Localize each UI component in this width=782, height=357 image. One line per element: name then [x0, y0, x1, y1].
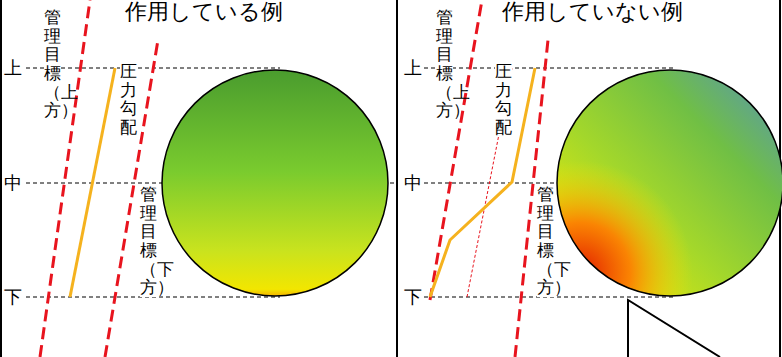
gradient-label: 圧力勾配 — [120, 62, 137, 137]
level-label: 下 — [4, 287, 22, 307]
level-label: 中 — [4, 173, 22, 193]
target-label: 管理目標（上方） — [44, 8, 61, 120]
target-label: 管理目標（上方） — [436, 8, 453, 120]
panel-heading: 作用している例 — [123, 0, 285, 24]
level-label: 中 — [404, 173, 422, 193]
gradient-label: 圧力勾配 — [495, 62, 512, 137]
target-label: 管理目標（下方） — [537, 185, 554, 297]
target-label: 管理目標（下方） — [140, 185, 157, 297]
level-label: 上 — [4, 58, 22, 78]
level-label: 上 — [404, 58, 422, 78]
level-label: 下 — [404, 287, 422, 307]
panel-heading: 作用していない例 — [500, 0, 685, 24]
